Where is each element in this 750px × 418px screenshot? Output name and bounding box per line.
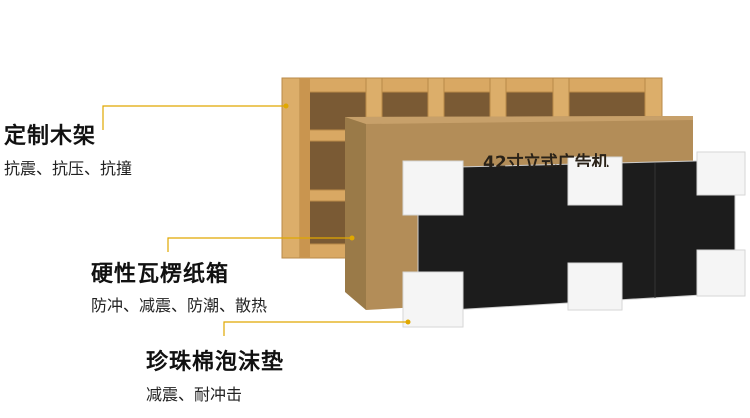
callout-title-foam: 珍珠棉泡沫垫 bbox=[146, 350, 285, 375]
callout-desc-foam: 减震、耐冲击 bbox=[146, 385, 243, 404]
leader-lines bbox=[102, 105, 408, 336]
callout-desc-wooden-crate: 抗震、抗压、抗撞 bbox=[4, 159, 133, 178]
callout-title-carton: 硬性瓦楞纸箱 bbox=[91, 262, 230, 287]
box-label: 42寸立式广告机 bbox=[483, 153, 609, 173]
callout-title-wooden-crate: 定制木架 bbox=[4, 124, 97, 149]
foam-corners bbox=[402, 151, 746, 328]
callout-desc-carton: 防冲、减震、防潮、散热 bbox=[91, 296, 268, 315]
